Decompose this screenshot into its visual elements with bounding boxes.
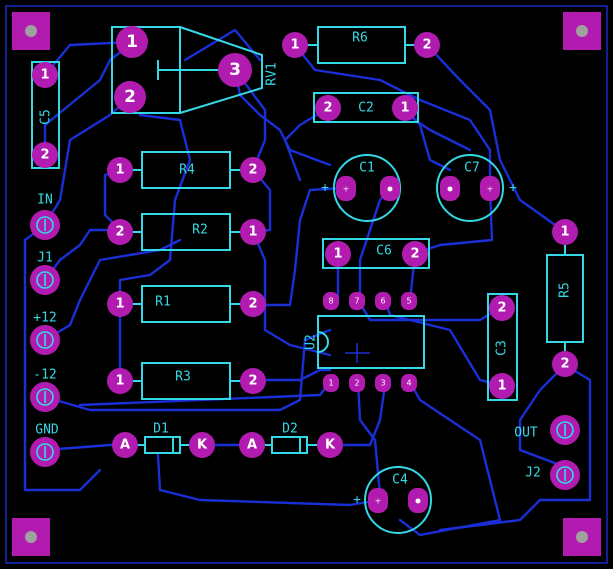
d2-label: D2 [282,422,298,437]
r3-label: R3 [175,370,191,385]
component-c6: C6 1 2 [322,238,430,269]
svg-text:+: + [375,497,382,506]
c4-label: C4 [392,473,408,488]
c5-label: C5 [39,109,54,125]
component-d1: D1 A K [112,422,215,458]
out-label: OUT [514,426,538,441]
component-r4: R4 1 2 [107,151,266,189]
svg-text:+: + [487,185,494,194]
svg-text:+: + [343,185,350,194]
svg-text:1: 1 [115,163,124,178]
svg-text:1: 1 [248,225,257,240]
j2-label: J2 [525,466,541,481]
svg-text:2: 2 [354,379,359,388]
c6-label: C6 [376,244,392,259]
component-c5: C5 1 2 [31,61,60,169]
u2-label: U2 [304,334,319,350]
svg-text:1: 1 [290,38,299,53]
connector-j2: OUT J2 [514,415,580,490]
svg-text:2: 2 [115,225,124,240]
svg-text:1: 1 [115,297,124,312]
c7-label: C7 [464,161,480,176]
svg-text:K: K [197,438,208,453]
r2-label: R2 [192,223,208,238]
component-d2: D2 A K [239,422,343,458]
rv1-label: RV1 [265,62,280,85]
svg-text:3: 3 [229,60,241,80]
svg-text:1: 1 [400,101,409,116]
connector-j1: IN J1 +12 -12 GND [30,193,60,467]
svg-text:7: 7 [354,297,359,306]
svg-text:K: K [325,438,336,453]
gnd-label: GND [35,423,59,438]
svg-text:1: 1 [333,247,342,262]
svg-text:2: 2 [248,163,257,178]
r6-label: R6 [352,31,368,46]
component-r6: R6 1 2 [282,26,440,64]
component-rv1: 1 2 3 RV1 [111,26,280,114]
svg-text:6: 6 [380,297,385,306]
c3-label: C3 [495,340,510,356]
c1-label: C1 [359,161,375,176]
component-r3: R3 1 2 [107,362,266,400]
svg-text:1: 1 [126,32,138,52]
component-r5: R5 1 2 [546,219,584,377]
j1-label: J1 [37,251,53,266]
svg-text:1: 1 [497,379,506,394]
d1-label: D1 [153,422,169,437]
svg-text:2: 2 [40,148,49,163]
svg-text:1: 1 [328,379,333,388]
svg-text:A: A [247,438,257,453]
svg-text:1: 1 [115,374,124,389]
component-c1: C1 + + [321,154,401,222]
svg-text:2: 2 [248,297,257,312]
svg-text:2: 2 [323,101,332,116]
r5-label: R5 [558,282,573,298]
p12-label: +12 [33,311,56,326]
svg-text:1: 1 [560,225,569,240]
svg-text:+: + [509,181,517,196]
component-r2: R2 2 1 [107,213,266,251]
board-outline [5,5,608,564]
r4-label: R4 [179,163,195,178]
component-r1: R1 1 2 [107,285,266,323]
svg-text:2: 2 [124,87,136,107]
svg-text:2: 2 [497,301,506,316]
c2-label: C2 [358,101,374,116]
mounting-holes [12,12,601,556]
svg-text:2: 2 [248,374,257,389]
in-label: IN [37,193,53,208]
component-c4: C4 + + [353,466,432,534]
svg-text:2: 2 [560,357,569,372]
component-c3: C3 2 1 [487,293,518,401]
component-u2: U2 8 7 6 5 1 2 3 4 [304,292,425,392]
component-c7: C7 + + [436,154,517,222]
component-c2: C2 2 1 [313,92,419,123]
svg-text:4: 4 [406,379,411,388]
svg-text:2: 2 [422,38,431,53]
svg-text:1: 1 [40,68,49,83]
svg-text:8: 8 [328,297,333,306]
svg-text:A: A [120,438,130,453]
svg-text:2: 2 [410,247,419,262]
svg-text:5: 5 [406,297,411,306]
svg-text:+: + [353,493,361,508]
m12-label: -12 [33,368,56,383]
svg-text:3: 3 [380,379,385,388]
r1-label: R1 [155,295,171,310]
svg-text:+: + [321,181,329,196]
